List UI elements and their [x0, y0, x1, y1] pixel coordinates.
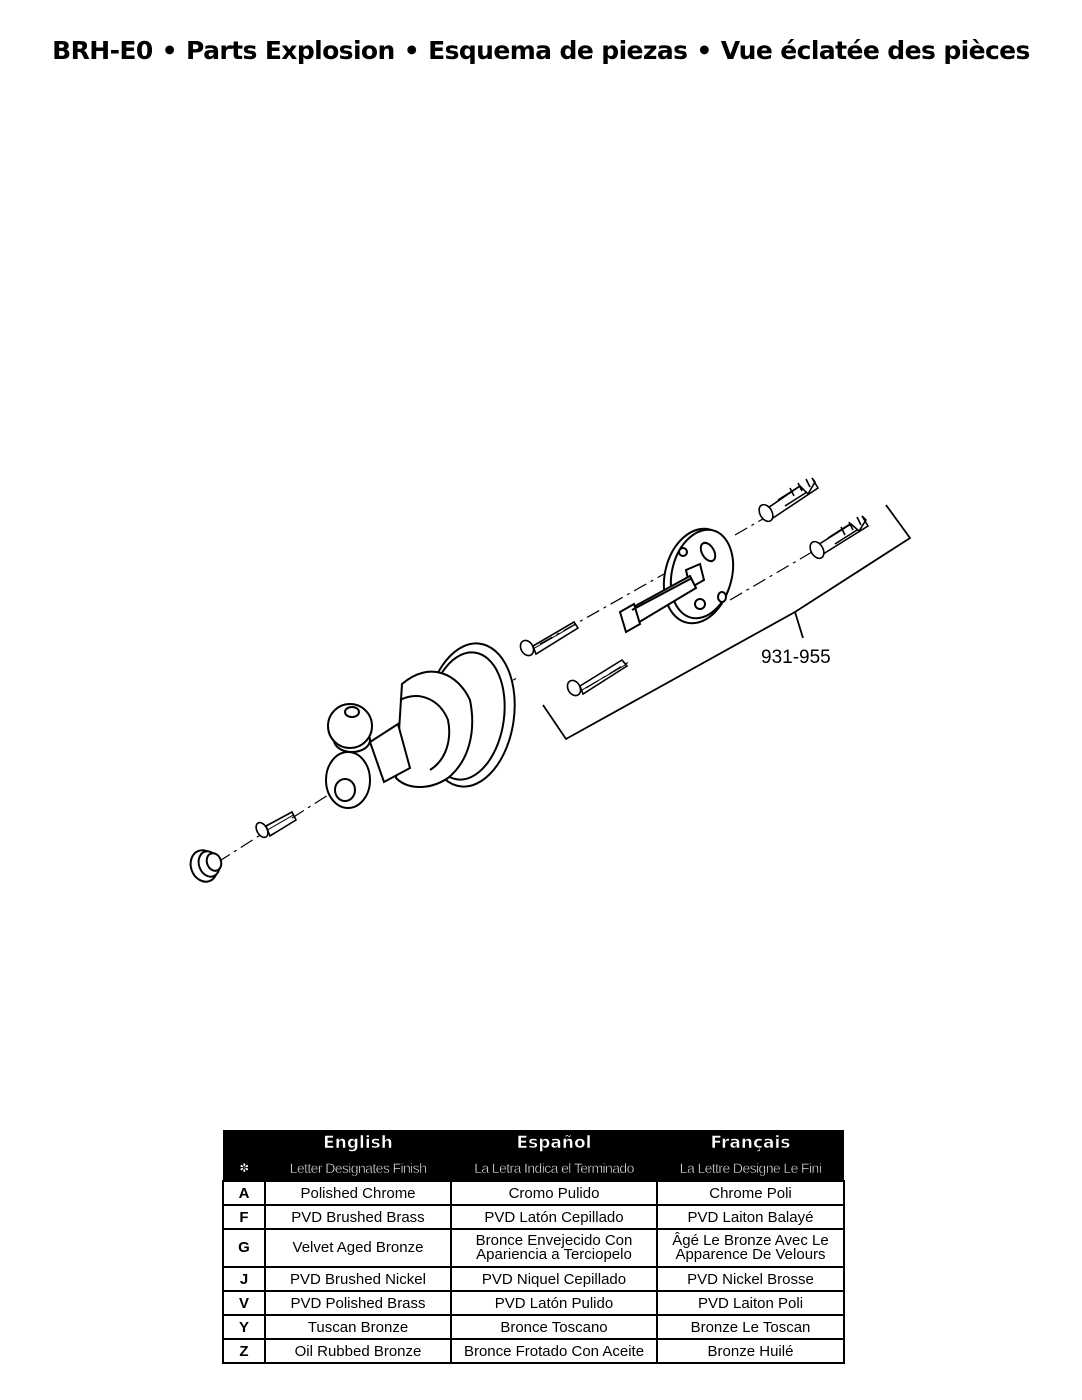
finish-code: A [222, 1180, 266, 1206]
finish-french: Âgé Le Bronze Avec Le Apparence De Velou… [656, 1228, 845, 1268]
finish-english: Tuscan Bronze [264, 1314, 452, 1340]
finish-symbol-icon: ✽ [223, 1155, 265, 1181]
header-french-sub: La Lettre Designe Le Fini [657, 1155, 844, 1181]
header-spanish: Español [451, 1130, 657, 1155]
finish-french: PVD Nickel Brosse [656, 1266, 845, 1292]
part-number-label: 931-955 [761, 647, 831, 668]
finish-spanish: PVD Latón Cepillado [450, 1204, 658, 1230]
table-header-subtitles: ✽ Letter Designates Finish La Letra Indi… [223, 1155, 844, 1181]
title-separator: • [403, 36, 420, 65]
finish-code: G [222, 1228, 266, 1268]
finish-code: F [222, 1204, 266, 1230]
cap-button [189, 849, 223, 883]
finish-french: Chrome Poli [656, 1180, 845, 1206]
header-french: Français [657, 1130, 844, 1155]
finish-spanish: Bronce Frotado Con Aceite [450, 1338, 658, 1364]
title-english: Parts Explosion [186, 36, 395, 65]
finish-spanish: Bronce Toscano [450, 1314, 658, 1340]
table-row: G Velvet Aged Bronze Bronce Envejecido C… [222, 1228, 845, 1268]
title-separator: • [696, 36, 712, 65]
title-spanish: Esquema de piezas [428, 36, 688, 65]
header-english-sub: Letter Designates Finish [265, 1155, 451, 1181]
header-english: English [265, 1130, 451, 1155]
header-spanish-sub: La Letra Indica el Terminado [451, 1155, 657, 1181]
finish-english: PVD Brushed Brass [264, 1204, 452, 1230]
finish-french: PVD Laiton Poli [656, 1290, 845, 1316]
table-row: A Polished Chrome Cromo Pulido Chrome Po… [222, 1180, 845, 1206]
finish-spanish: PVD Niquel Cepillado [450, 1266, 658, 1292]
finish-spanish: PVD Latón Pulido [450, 1290, 658, 1316]
table-header-languages: English Español Français [223, 1130, 844, 1155]
title-separator: • [161, 36, 178, 65]
title-french: Vue éclatée des pièces [720, 36, 1031, 65]
set-screw [255, 810, 298, 839]
finish-french: Bronze Huilé [656, 1338, 845, 1364]
part-bracket [542, 504, 912, 741]
finish-spanish: Bronce Envejecido Con Apariencia a Terci… [450, 1228, 658, 1268]
page-title: BRH-E0 • Parts Explosion • Esquema de piezas… [0, 36, 1082, 65]
wall-anchor-upper [758, 477, 820, 523]
finish-english: Polished Chrome [264, 1180, 452, 1206]
finish-french: PVD Laiton Balayé [656, 1204, 845, 1230]
wall-anchor-lower [809, 515, 870, 560]
table-row: V PVD Polished Brass PVD Latón Pulido PV… [222, 1290, 845, 1316]
finish-english: Oil Rubbed Bronze [264, 1338, 452, 1364]
model-number: BRH-E0 [52, 36, 153, 65]
table-row: J PVD Brushed Nickel PVD Niquel Cepillad… [222, 1266, 845, 1292]
finish-code: J [222, 1266, 266, 1292]
parts-explosion-diagram [189, 477, 912, 883]
mounting-screw-upper [519, 620, 580, 657]
finish-code: Z [222, 1338, 266, 1364]
finish-english: Velvet Aged Bronze [264, 1228, 452, 1268]
mounting-screw-lower [566, 658, 629, 697]
header-empty [223, 1130, 265, 1155]
finish-english: PVD Polished Brass [264, 1290, 452, 1316]
finish-spanish: Cromo Pulido [450, 1180, 658, 1206]
table-row: F PVD Brushed Brass PVD Latón Cepillado … [222, 1204, 845, 1230]
mounting-plate [618, 527, 735, 634]
finish-french: Bronze Le Toscan [656, 1314, 845, 1340]
table-row: Y Tuscan Bronze Bronce Toscano Bronze Le… [222, 1314, 845, 1340]
finish-code: V [222, 1290, 266, 1316]
table-row: Z Oil Rubbed Bronze Bronce Frotado Con A… [222, 1338, 845, 1364]
finish-table: English Español Français ✽ Letter Design… [222, 1130, 845, 1364]
robe-hook-body [325, 642, 516, 809]
finish-english: PVD Brushed Nickel [264, 1266, 452, 1292]
finish-code: Y [222, 1314, 266, 1340]
